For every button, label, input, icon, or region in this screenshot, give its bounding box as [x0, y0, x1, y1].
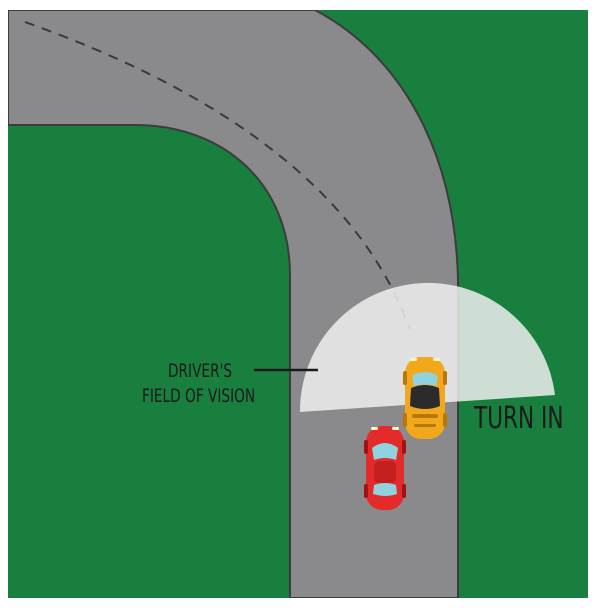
field-of-vision-label-line1: DRIVER'S — [168, 361, 232, 381]
red-car-icon — [364, 426, 406, 510]
yellow-car-icon — [403, 357, 447, 439]
field-of-vision-label-line2: FIELD OF VISION — [142, 386, 255, 406]
turn-in-label: TURN IN — [474, 403, 564, 435]
